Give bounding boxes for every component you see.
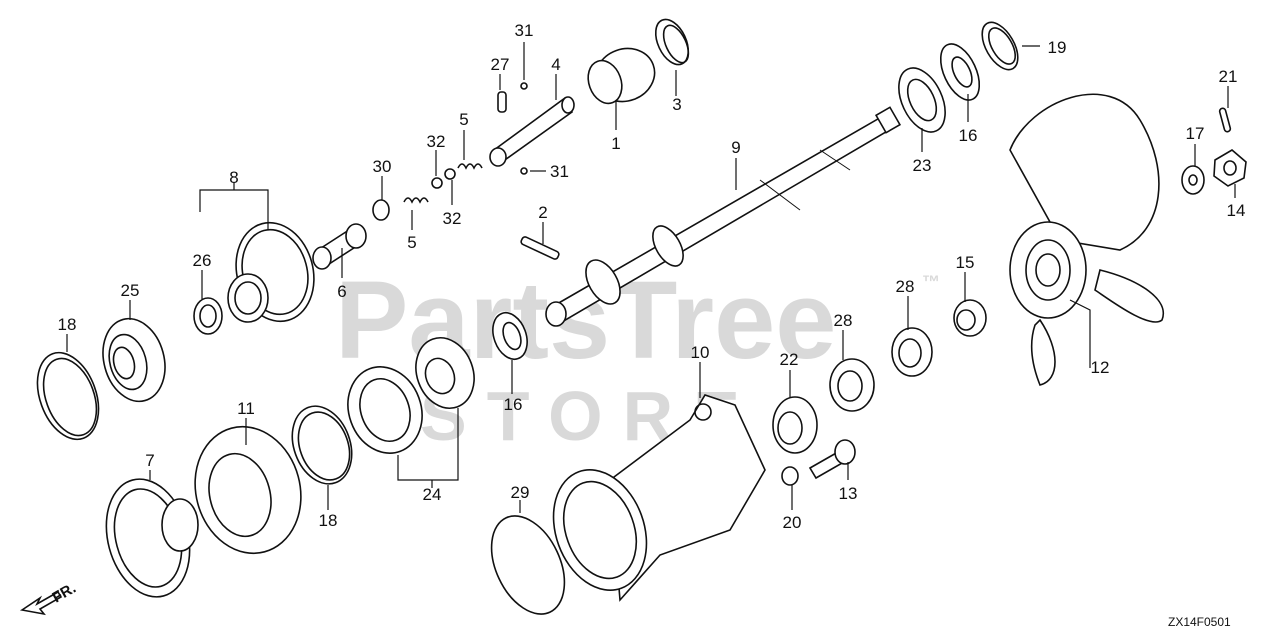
callout-16b[interactable]: 16	[504, 395, 523, 414]
callout-31b[interactable]: 31	[550, 162, 569, 181]
part-thrust-washer-23[interactable]	[890, 61, 955, 140]
part-spacer-19[interactable]	[975, 16, 1025, 75]
part-propeller[interactable]	[1009, 93, 1165, 386]
part-shift-pin[interactable]	[489, 96, 575, 167]
part-spring-5a[interactable]	[457, 163, 483, 170]
callout-labels: 31 27 4 3 19 21 5 32 1 9 16 23 17 14 30 …	[58, 21, 1246, 532]
part-spring-5b[interactable]	[403, 197, 429, 204]
callout-17[interactable]: 17	[1186, 124, 1205, 143]
callout-22[interactable]: 22	[780, 350, 799, 369]
callout-10[interactable]: 10	[691, 343, 710, 362]
part-pin-2[interactable]	[520, 236, 560, 260]
part-propeller-shaft[interactable]	[545, 106, 902, 327]
callout-19[interactable]: 19	[1048, 38, 1067, 57]
part-ring-18b[interactable]	[282, 398, 362, 492]
callout-15[interactable]: 15	[956, 253, 975, 272]
callout-24[interactable]: 24	[423, 485, 442, 504]
callout-8[interactable]: 8	[229, 168, 238, 187]
part-pin-27[interactable]	[497, 91, 507, 113]
callout-27[interactable]: 27	[491, 55, 510, 74]
direction-label: FR.	[50, 580, 79, 607]
callout-18b[interactable]: 18	[319, 511, 338, 530]
part-bearing-housing-11[interactable]	[181, 415, 315, 566]
callout-26[interactable]: 26	[193, 251, 212, 270]
callout-20[interactable]: 20	[783, 513, 802, 532]
part-clip-30[interactable]	[372, 199, 390, 221]
callout-14[interactable]: 14	[1227, 201, 1246, 220]
part-shift-slider[interactable]	[312, 223, 367, 270]
part-ball-bearing-25[interactable]	[94, 312, 174, 409]
callout-29[interactable]: 29	[511, 483, 530, 502]
callout-23[interactable]: 23	[913, 156, 932, 175]
callout-31[interactable]: 31	[515, 21, 534, 40]
callout-32[interactable]: 32	[427, 132, 446, 151]
callout-7[interactable]: 7	[145, 451, 154, 470]
callout-30[interactable]: 30	[373, 157, 392, 176]
part-washer-16b[interactable]	[487, 308, 533, 364]
callout-12[interactable]: 12	[1091, 358, 1110, 377]
callout-28b[interactable]: 28	[834, 311, 853, 330]
part-ball-31a[interactable]	[520, 82, 528, 90]
callout-16[interactable]: 16	[959, 126, 978, 145]
callout-2[interactable]: 2	[538, 203, 547, 222]
part-needle-bearing-26[interactable]	[193, 297, 223, 335]
callout-1[interactable]: 1	[611, 134, 620, 153]
part-taper-bearing-24[interactable]	[336, 330, 484, 464]
front-arrow-icon	[19, 590, 63, 616]
part-forward-gear[interactable]	[94, 470, 202, 607]
part-ball-32a[interactable]	[431, 177, 443, 189]
part-bolt-13[interactable]	[808, 439, 856, 480]
callout-5b[interactable]: 5	[407, 233, 416, 252]
callout-4[interactable]: 4	[551, 55, 560, 74]
callout-18[interactable]: 18	[58, 315, 77, 334]
part-needle-bearing-22[interactable]	[772, 396, 818, 454]
callout-25[interactable]: 25	[121, 281, 140, 300]
part-castle-nut-14[interactable]	[1213, 149, 1247, 187]
callout-3[interactable]: 3	[672, 95, 681, 114]
part-bushing-15[interactable]	[953, 299, 987, 337]
part-ball-31b[interactable]	[520, 167, 528, 175]
callout-5[interactable]: 5	[459, 110, 468, 129]
callout-21[interactable]: 21	[1219, 67, 1238, 86]
front-direction-indicator: FR.	[19, 580, 79, 616]
diagram-code: ZX14F0501	[1168, 615, 1231, 629]
callout-6[interactable]: 6	[337, 282, 346, 301]
callout-13[interactable]: 13	[839, 484, 858, 503]
part-washer-17[interactable]	[1181, 165, 1205, 195]
part-oil-seal-28a[interactable]	[829, 358, 875, 412]
part-o-ring-29[interactable]	[477, 504, 579, 625]
watermark-trademark: ™	[922, 272, 940, 292]
part-clutch-shifter[interactable]	[582, 40, 662, 109]
part-cotter-pin-21[interactable]	[1218, 107, 1232, 133]
leader-lines	[66, 42, 1236, 513]
part-gearcase-cover-10[interactable]	[537, 394, 766, 603]
part-ball-32b[interactable]	[444, 168, 456, 180]
part-reverse-gear[interactable]	[225, 214, 324, 330]
callout-9[interactable]: 9	[731, 138, 740, 157]
callout-28[interactable]: 28	[896, 277, 915, 296]
part-oil-seal-28b[interactable]	[891, 327, 933, 377]
part-ring-18a[interactable]	[26, 344, 109, 448]
part-washer-20[interactable]	[781, 466, 799, 486]
callout-11[interactable]: 11	[237, 399, 255, 418]
part-ring-3[interactable]	[649, 14, 695, 69]
callout-32b[interactable]: 32	[443, 209, 462, 228]
part-washer-16a[interactable]	[933, 38, 987, 106]
